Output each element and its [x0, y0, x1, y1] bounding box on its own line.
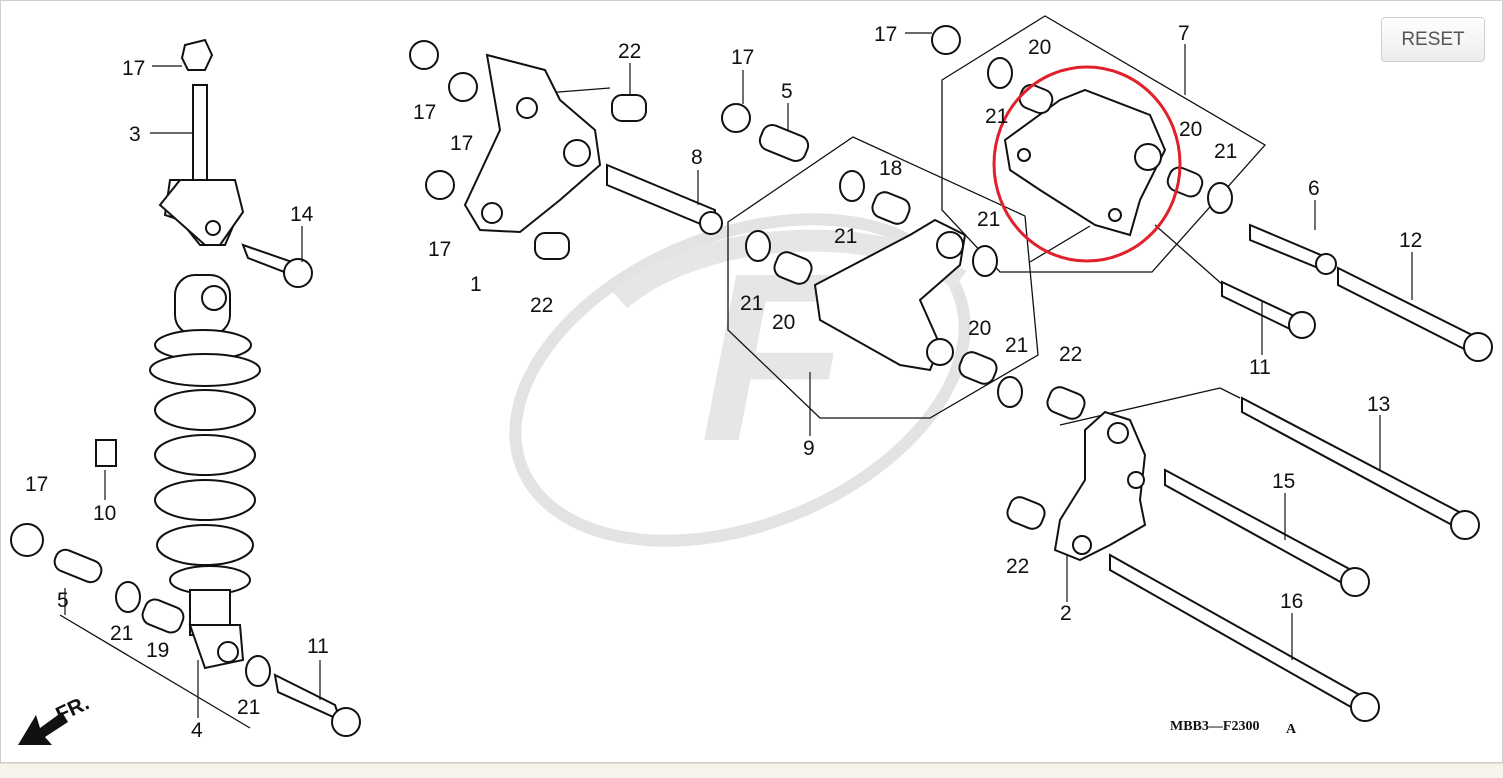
callout-17d: 17	[428, 238, 451, 261]
callout-21h: 21	[237, 696, 260, 719]
callout-7: 7	[1178, 22, 1190, 45]
collar-5	[721, 25, 961, 163]
callout-labels: 17 3 14 17 17 17 1 22 22 8 17 5 17 20 7 …	[25, 22, 1422, 742]
callout-20d: 20	[968, 317, 991, 340]
bracket-1	[409, 40, 723, 260]
callout-21g: 21	[110, 622, 133, 645]
lower-left-parts	[10, 439, 361, 737]
callout-18: 18	[879, 157, 902, 180]
direction-arrow: FR.	[18, 691, 93, 745]
callout-11a: 11	[1249, 356, 1271, 379]
bolt-14	[241, 243, 313, 288]
callout-15: 15	[1272, 470, 1295, 493]
part-code-suffix: A	[1286, 722, 1297, 737]
callout-21d: 21	[977, 208, 1000, 231]
bolts-right-upper	[1221, 223, 1493, 362]
callout-4: 4	[191, 719, 203, 742]
callout-17b: 17	[413, 101, 436, 124]
callout-14: 14	[290, 203, 314, 226]
callout-22b: 22	[530, 294, 553, 317]
callout-19: 19	[146, 639, 169, 662]
callout-6: 6	[1308, 177, 1320, 200]
callout-9: 9	[803, 437, 815, 460]
callout-21c: 21	[834, 225, 857, 248]
callout-12: 12	[1399, 229, 1422, 252]
part-code: MBB3—F2300	[1170, 719, 1259, 734]
callout-5a: 5	[781, 80, 793, 103]
callout-21a: 21	[985, 105, 1008, 128]
callout-22c: 22	[1059, 343, 1082, 366]
parts-diagram: F	[10, 15, 1493, 745]
callout-22a: 22	[618, 40, 641, 63]
callout-2: 2	[1060, 602, 1072, 625]
callout-21e: 21	[740, 292, 763, 315]
callout-13: 13	[1367, 393, 1390, 416]
bolts-right-lower	[1109, 396, 1480, 722]
bottom-strip	[0, 763, 1503, 778]
callout-17a: 17	[122, 57, 145, 80]
callout-17e: 17	[731, 46, 754, 69]
callout-20a: 20	[1028, 36, 1051, 59]
highlight-circle	[992, 65, 1182, 263]
callout-11b: 11	[307, 635, 329, 658]
bracket-3	[158, 179, 245, 246]
bracket-2	[1006, 386, 1147, 562]
callout-17f: 17	[874, 23, 897, 46]
callout-20b: 20	[1179, 118, 1202, 141]
callout-3: 3	[129, 123, 141, 146]
link-7	[987, 57, 1233, 263]
callout-20c: 20	[772, 311, 795, 334]
shock-absorber	[149, 38, 261, 670]
link-9	[745, 170, 1023, 408]
callout-1: 1	[470, 273, 482, 296]
callout-21f: 21	[1005, 334, 1028, 357]
reset-button[interactable]: RESET	[1381, 17, 1485, 62]
callout-17g: 17	[25, 473, 48, 496]
leader-lines	[64, 32, 1413, 718]
callout-17c: 17	[450, 132, 473, 155]
callout-5b: 5	[57, 589, 69, 612]
callout-8: 8	[691, 146, 703, 169]
callout-22d: 22	[1006, 555, 1029, 578]
callout-16: 16	[1280, 590, 1303, 613]
callout-10: 10	[93, 502, 116, 525]
callout-21b: 21	[1214, 140, 1237, 163]
